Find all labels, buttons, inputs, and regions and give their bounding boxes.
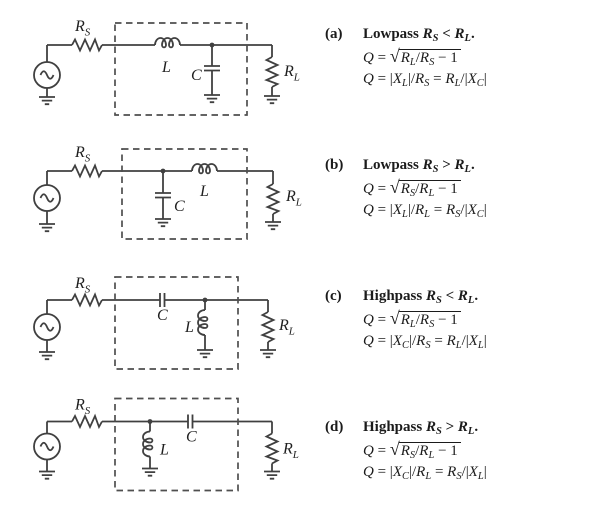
ground-icon xyxy=(264,221,282,231)
resistor-rs xyxy=(71,38,103,52)
l-label: L xyxy=(159,442,169,459)
inductor-l xyxy=(142,430,154,458)
ground-icon xyxy=(196,349,214,359)
caption-line-title: Highpass RS < RL. xyxy=(363,288,479,306)
caption-line-q1: Q = √RL/RS − 1 xyxy=(363,46,487,69)
ac-source-icon xyxy=(33,313,61,341)
row-b: RS C L RL (b) Lowpass RS > RL. Q = √RS/R… xyxy=(0,131,600,262)
ac-source-icon xyxy=(33,184,61,212)
caption-line-q1: Q = √RS/RL − 1 xyxy=(363,439,487,462)
ground-icon xyxy=(141,467,159,477)
resistor-rs xyxy=(71,293,103,307)
matching-network-box xyxy=(121,148,248,240)
inductor-l xyxy=(154,37,181,49)
matching-network-box xyxy=(114,397,239,492)
caption-lines: Highpass RS < RL. Q = √RL/RS − 1 Q = |XC… xyxy=(363,286,487,393)
circuit-c-wires xyxy=(33,292,277,361)
ground-icon xyxy=(263,470,281,480)
row-c: RS C L RL (c) Highpass RS < RL. Q = √RL/… xyxy=(0,262,600,393)
capacitor-c xyxy=(159,292,166,308)
caption-tag: (d) xyxy=(325,419,344,435)
resistor-rl xyxy=(266,183,280,215)
row-d: RS L C RL (d) Highpass RS > RL. Q = √RS/… xyxy=(0,393,600,525)
matching-network-box xyxy=(114,22,248,116)
circuit-a-wires xyxy=(33,37,281,106)
caption-tag: (c) xyxy=(325,288,342,304)
capacitor-c xyxy=(187,413,194,430)
caption-tag: (a) xyxy=(325,26,343,42)
caption-line-title: Highpass RS > RL. xyxy=(363,419,479,437)
caption-lines: Lowpass RS < RL. Q = √RL/RS − 1 Q = |XL|… xyxy=(363,24,487,131)
caption-c: (c) Highpass RS < RL. Q = √RL/RS − 1 Q =… xyxy=(325,262,487,393)
ground-icon xyxy=(203,94,221,104)
rl-label: RL xyxy=(282,441,299,462)
caption-lines: Lowpass RS > RL. Q = √RS/RL − 1 Q = |XL|… xyxy=(363,155,487,262)
ground-icon xyxy=(154,218,172,228)
ground-icon xyxy=(38,351,56,361)
l-label: L xyxy=(184,319,194,336)
rl-label: RL xyxy=(285,188,302,209)
capacitor-c xyxy=(203,65,221,72)
caption-line-q2: Q = |XL|/RL = RS/|XC| xyxy=(363,202,487,220)
caption-line-q1: Q = √RS/RL − 1 xyxy=(363,177,487,200)
caption-line-title: Lowpass RS < RL. xyxy=(363,26,475,44)
c-label: C xyxy=(174,198,185,215)
rl-label: RL xyxy=(283,63,300,84)
rs-label: RS xyxy=(74,144,91,165)
caption-line-q1: Q = √RL/RS − 1 xyxy=(363,308,487,331)
resistor-rl xyxy=(265,432,279,465)
caption-a: (a) Lowpass RS < RL. Q = √RL/RS − 1 Q = … xyxy=(325,0,487,131)
circuit-d-wires xyxy=(33,413,281,480)
circuit-b-wires xyxy=(33,163,282,233)
ac-source-icon xyxy=(33,61,61,89)
rs-label: RS xyxy=(74,275,91,296)
c-label: C xyxy=(186,429,197,446)
rl-label: RL xyxy=(278,317,295,338)
caption-b: (b) Lowpass RS > RL. Q = √RS/RL − 1 Q = … xyxy=(325,131,487,262)
circuit-c-highpass: RS C L RL xyxy=(33,275,295,370)
circuit-a-lowpass: RS L C RL xyxy=(33,18,300,116)
row-a: RS L C RL (a) Lowpass RS < RL. Q = √RL/R… xyxy=(0,0,600,131)
resistor-rl xyxy=(265,56,279,88)
caption-d: (d) Highpass RS > RL. Q = √RS/RL − 1 Q =… xyxy=(325,393,487,525)
c-label: C xyxy=(191,67,202,84)
inductor-l xyxy=(197,309,209,336)
rs-label: RS xyxy=(74,18,91,39)
ground-icon xyxy=(259,349,277,359)
caption-line-q2: Q = |XC|/RL = RS/|XL| xyxy=(363,464,487,482)
l-label: L xyxy=(161,59,171,76)
matching-network-box xyxy=(114,276,239,370)
resistor-rs xyxy=(71,164,103,178)
l-label: L xyxy=(199,183,209,200)
ground-icon xyxy=(38,223,56,233)
ground-icon xyxy=(38,470,56,480)
caption-line-title: Lowpass RS > RL. xyxy=(363,157,475,175)
caption-tag: (b) xyxy=(325,157,344,173)
circuit-d-highpass: RS L C RL xyxy=(33,397,299,492)
inductor-l xyxy=(191,163,218,175)
ground-icon xyxy=(263,95,281,105)
ground-icon xyxy=(38,96,56,106)
circuit-b-lowpass: RS C L RL xyxy=(33,144,302,240)
resistor-rs xyxy=(71,415,103,428)
resistor-rl xyxy=(261,311,275,343)
ac-source-icon xyxy=(33,432,61,461)
capacitor-c xyxy=(154,192,172,199)
c-label: C xyxy=(157,307,168,324)
rs-label: RS xyxy=(74,397,91,418)
caption-line-q2: Q = |XL|/RS = RL/|XC| xyxy=(363,71,487,89)
caption-lines: Highpass RS > RL. Q = √RS/RL − 1 Q = |XC… xyxy=(363,417,487,525)
caption-line-q2: Q = |XC|/RS = RL/|XL| xyxy=(363,333,487,351)
